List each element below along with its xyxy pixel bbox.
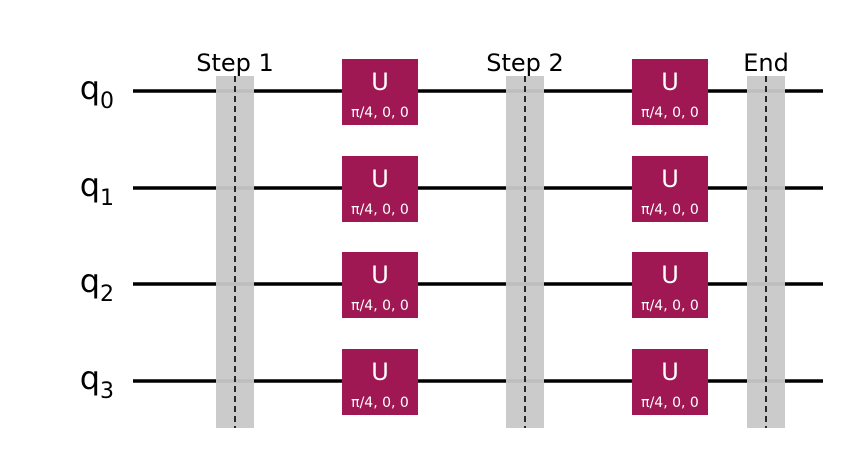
barrier-label: Step 2 xyxy=(486,49,564,77)
u-gate: Uπ/4, 0, 0 xyxy=(632,349,708,415)
qubit-label-0: q0 xyxy=(80,69,114,114)
gate-params: π/4, 0, 0 xyxy=(351,395,409,411)
gate-params: π/4, 0, 0 xyxy=(351,105,409,121)
u-gate: Uπ/4, 0, 0 xyxy=(632,252,708,318)
gate-params: π/4, 0, 0 xyxy=(641,298,699,314)
gate-box xyxy=(632,59,708,125)
gate-params: π/4, 0, 0 xyxy=(641,395,699,411)
u-gate: Uπ/4, 0, 0 xyxy=(342,59,418,125)
gates: Uπ/4, 0, 0Uπ/4, 0, 0Uπ/4, 0, 0Uπ/4, 0, 0… xyxy=(342,59,708,415)
gate-params: π/4, 0, 0 xyxy=(351,298,409,314)
gate-box xyxy=(632,156,708,222)
gate-name: U xyxy=(661,68,679,96)
gate-box xyxy=(632,349,708,415)
gate-box xyxy=(342,156,418,222)
u-gate: Uπ/4, 0, 0 xyxy=(632,156,708,222)
qubit-labels: q0 q1 q2 q3 xyxy=(80,69,114,404)
qubit-label-1: q1 xyxy=(80,166,114,211)
gate-name: U xyxy=(371,358,389,386)
u-gate: Uπ/4, 0, 0 xyxy=(342,252,418,318)
u-gate: Uπ/4, 0, 0 xyxy=(342,349,418,415)
barrier-label: Step 1 xyxy=(196,49,274,77)
gate-box xyxy=(342,349,418,415)
barriers: Step 1 Step 2 End xyxy=(196,49,789,428)
u-gate: Uπ/4, 0, 0 xyxy=(342,156,418,222)
gate-name: U xyxy=(371,261,389,289)
barrier-1: Step 2 xyxy=(486,49,564,428)
barrier-label: End xyxy=(743,49,789,77)
gate-params: π/4, 0, 0 xyxy=(641,105,699,121)
gate-name: U xyxy=(661,165,679,193)
gate-name: U xyxy=(371,68,389,96)
gate-name: U xyxy=(661,358,679,386)
gate-box xyxy=(342,59,418,125)
gate-name: U xyxy=(371,165,389,193)
gate-box xyxy=(342,252,418,318)
u-gate: Uπ/4, 0, 0 xyxy=(632,59,708,125)
gate-name: U xyxy=(661,261,679,289)
barrier-0: Step 1 xyxy=(196,49,274,428)
gate-params: π/4, 0, 0 xyxy=(641,202,699,218)
barrier-2: End xyxy=(743,49,789,428)
qubit-label-3: q3 xyxy=(80,359,114,404)
gate-params: π/4, 0, 0 xyxy=(351,202,409,218)
gate-box xyxy=(632,252,708,318)
qubit-label-2: q2 xyxy=(80,262,114,307)
